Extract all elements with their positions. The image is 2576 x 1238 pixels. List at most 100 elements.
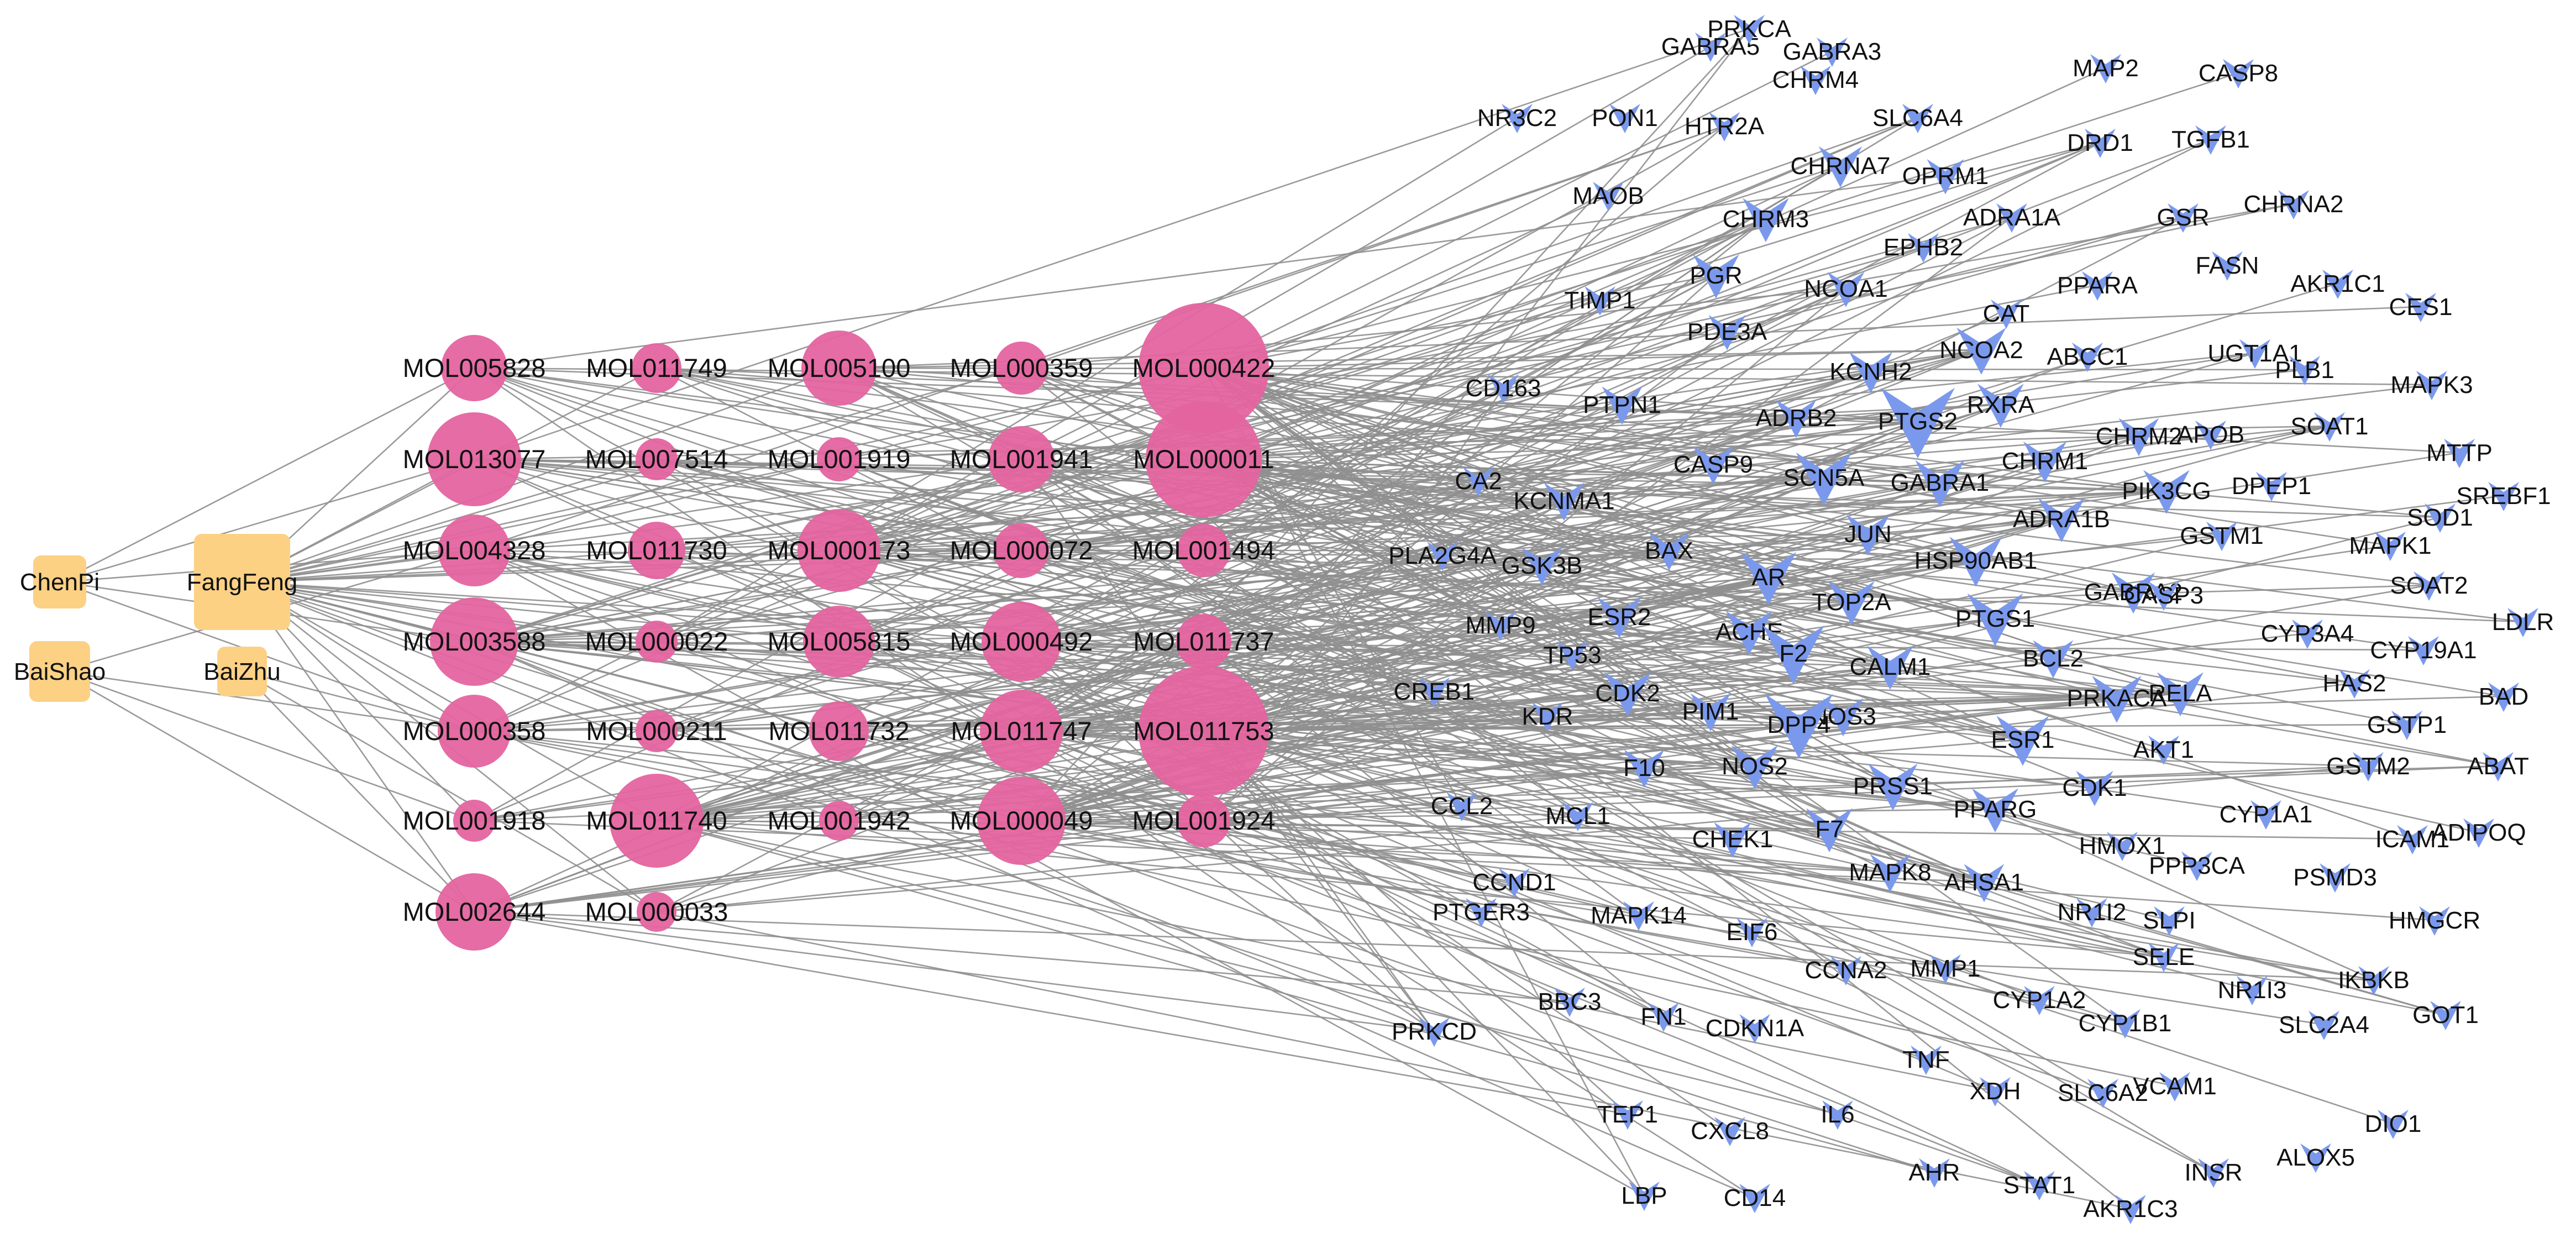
- target-node-fasn[interactable]: FASN: [2196, 251, 2259, 281]
- target-node-dpep1[interactable]: DPEP1: [2232, 471, 2311, 501]
- target-node-chrm3[interactable]: CHRM3: [1723, 198, 1809, 242]
- target-node-mmp1[interactable]: MMP1: [1910, 954, 1981, 984]
- compound-node-mol000492[interactable]: MOL000492: [950, 602, 1093, 681]
- target-node-srebf1[interactable]: SREBF1: [2456, 481, 2551, 511]
- target-node-pde3a[interactable]: PDE3A: [1687, 314, 1767, 350]
- target-node-chrna7[interactable]: CHRNA7: [1791, 146, 1891, 188]
- compound-node-mol003588[interactable]: MOL003588: [403, 597, 546, 686]
- target-node-cyp1a1[interactable]: CYP1A1: [2220, 800, 2313, 830]
- target-node-mapk14[interactable]: MAPK14: [1591, 901, 1687, 931]
- target-node-dpp4[interactable]: DPP4: [1765, 694, 1833, 759]
- compound-node-mol000011[interactable]: MOL000011: [1133, 401, 1274, 517]
- target-node-tep1[interactable]: TEP1: [1597, 1100, 1658, 1130]
- target-node-prkca[interactable]: PRKCA: [1707, 14, 1791, 44]
- target-node-kdr[interactable]: KDR: [1522, 702, 1573, 732]
- target-node-fn1[interactable]: FN1: [1640, 1002, 1687, 1032]
- target-node-ppp3ca[interactable]: PPP3CA: [2149, 851, 2245, 881]
- target-node-map2[interactable]: MAP2: [2073, 54, 2139, 83]
- target-node-akr1c1[interactable]: AKR1C1: [2290, 269, 2385, 299]
- compound-node-mol001941[interactable]: MOL001941: [950, 426, 1093, 492]
- compound-node-mol011753[interactable]: MOL011753: [1133, 666, 1274, 796]
- target-node-scn5a[interactable]: SCN5A: [1783, 452, 1865, 506]
- target-node-cd163[interactable]: CD163: [1466, 374, 1541, 403]
- target-node-tp53[interactable]: TP53: [1543, 641, 1602, 670]
- target-node-il6[interactable]: IL6: [1820, 1100, 1855, 1130]
- target-node-ar[interactable]: AR: [1740, 552, 1797, 605]
- target-node-kcnma1[interactable]: KCNMA1: [1513, 482, 1615, 521]
- target-node-cdk1[interactable]: CDK1: [2062, 770, 2127, 806]
- target-node-vcam1[interactable]: VCAM1: [2133, 1072, 2217, 1101]
- target-node-slc6a4[interactable]: SLC6A4: [1872, 103, 1963, 133]
- target-node-chrm2[interactable]: CHRM2: [2096, 418, 2182, 457]
- compound-node-mol001919[interactable]: MOL001919: [768, 437, 911, 481]
- target-node-hmgcr[interactable]: HMGCR: [2389, 906, 2480, 936]
- target-node-alox5[interactable]: ALOX5: [2276, 1143, 2355, 1173]
- target-node-pgr[interactable]: PGR: [1690, 254, 1743, 298]
- target-node-top2a[interactable]: TOP2A: [1812, 581, 1891, 625]
- target-node-nr3c2[interactable]: NR3C2: [1477, 103, 1557, 133]
- target-node-cxcl8[interactable]: CXCL8: [1691, 1116, 1769, 1146]
- target-node-cyp1a2[interactable]: CYP1A2: [1993, 985, 2086, 1015]
- target-node-mttp[interactable]: MTTP: [2426, 438, 2493, 468]
- target-node-mcl1[interactable]: MCL1: [1545, 801, 1610, 831]
- target-node-chrna2[interactable]: CHRNA2: [2244, 190, 2344, 219]
- target-node-bbc3[interactable]: BBC3: [1538, 987, 1602, 1017]
- compound-node-mol000049[interactable]: MOL000049: [950, 777, 1093, 865]
- target-node-soat2[interactable]: SOAT2: [2390, 571, 2468, 601]
- target-node-soat1[interactable]: SOAT1: [2290, 412, 2369, 442]
- herb-node-fangfeng[interactable]: FangFeng: [187, 534, 298, 630]
- target-node-f2[interactable]: F2: [1762, 625, 1824, 684]
- target-node-casp3[interactable]: CASP3: [2124, 581, 2203, 611]
- target-node-casp8[interactable]: CASP8: [2199, 59, 2278, 88]
- target-node-ppara[interactable]: PPARA: [2057, 271, 2138, 301]
- target-node-slc6a2[interactable]: SLC6A2: [2058, 1078, 2148, 1108]
- compound-node-mol005815[interactable]: MOL005815: [768, 606, 911, 678]
- compound-node-mol000359[interactable]: MOL000359: [950, 342, 1093, 395]
- target-node-ces1[interactable]: CES1: [2389, 292, 2453, 322]
- compound-node-mol011747[interactable]: MOL011747: [951, 690, 1092, 773]
- compound-node-mol007514[interactable]: MOL007514: [585, 438, 728, 480]
- target-node-hmox1[interactable]: HMOX1: [2079, 831, 2165, 861]
- target-node-gabra1[interactable]: GABRA1: [1891, 460, 1990, 507]
- compound-node-mol000211[interactable]: MOL000211: [586, 710, 727, 752]
- target-node-ptpn1[interactable]: PTPN1: [1583, 386, 1661, 425]
- target-node-akt1[interactable]: AKT1: [2133, 735, 2194, 765]
- compound-node-mol011740[interactable]: MOL011740: [586, 774, 727, 868]
- target-node-eif6[interactable]: EIF6: [1727, 917, 1778, 947]
- target-node-mapk1[interactable]: MAPK1: [2349, 531, 2432, 561]
- target-node-gabra3[interactable]: GABRA3: [1783, 37, 1882, 67]
- target-node-nr1i2[interactable]: NR1I2: [2058, 898, 2127, 927]
- target-node-chrm1[interactable]: CHRM1: [2002, 441, 2088, 483]
- target-node-adra1b[interactable]: ADRA1B: [2013, 498, 2110, 542]
- compound-node-mol000033[interactable]: MOL000033: [585, 892, 728, 932]
- compound-node-mol002644[interactable]: MOL002644: [403, 873, 546, 951]
- target-node-slpi[interactable]: SLPI: [2143, 906, 2196, 936]
- target-node-rela[interactable]: RELA: [2149, 672, 2213, 716]
- target-node-ccnd1[interactable]: CCND1: [1472, 868, 1556, 898]
- compound-node-mol000358[interactable]: MOL000358: [403, 695, 546, 768]
- target-node-kcnh2[interactable]: KCNH2: [1829, 352, 1912, 394]
- target-node-gstp1[interactable]: GSTP1: [2367, 710, 2447, 740]
- target-node-chrm4[interactable]: CHRM4: [1772, 65, 1859, 95]
- compound-node-mol004328[interactable]: MOL004328: [403, 515, 546, 586]
- target-node-adrb2[interactable]: ADRB2: [1756, 400, 1837, 438]
- target-node-pim1[interactable]: PIM1: [1682, 693, 1739, 732]
- target-node-ugt1a1[interactable]: UGT1A1: [2207, 339, 2302, 369]
- target-node-apob[interactable]: APOB: [2177, 420, 2244, 450]
- target-node-bax[interactable]: BAX: [1645, 532, 1693, 571]
- target-node-f7[interactable]: F7: [1806, 808, 1853, 852]
- target-node-gstm1[interactable]: GSTM1: [2180, 521, 2264, 551]
- target-node-gabra5[interactable]: GABRA5: [1661, 32, 1760, 62]
- target-node-ahsa1[interactable]: AHSA1: [1944, 864, 2024, 903]
- herb-node-baizhu[interactable]: BaiZhu: [203, 647, 281, 696]
- compound-node-mol013077[interactable]: MOL013077: [403, 412, 546, 506]
- target-node-mapk3[interactable]: MAPK3: [2390, 370, 2473, 400]
- target-node-f10[interactable]: F10: [1623, 749, 1665, 788]
- target-node-ccna2[interactable]: CCNA2: [1804, 956, 1887, 985]
- target-node-cat[interactable]: CAT: [1983, 299, 2030, 329]
- target-node-insr[interactable]: INSR: [2184, 1158, 2243, 1188]
- compound-node-mol001918[interactable]: MOL001918: [403, 800, 546, 842]
- target-node-akr1c3[interactable]: AKR1C3: [2083, 1194, 2178, 1224]
- target-node-tnf[interactable]: TNF: [1902, 1045, 1950, 1075]
- target-node-ptgs1[interactable]: PTGS1: [1955, 593, 2035, 647]
